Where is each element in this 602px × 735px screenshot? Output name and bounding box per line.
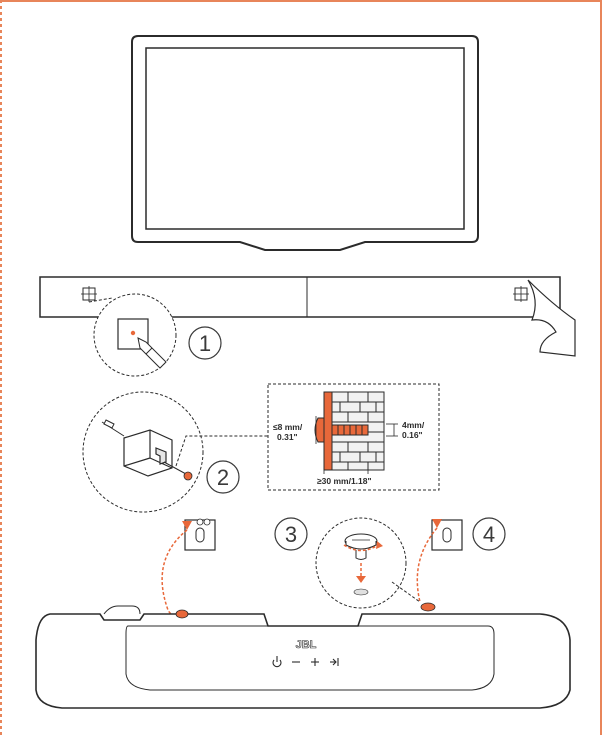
soundbar-illustration: JBL <box>35 602 571 709</box>
plate-thickness-inch-label: 0.31" <box>277 432 298 442</box>
mount-screw-icon <box>344 533 378 560</box>
peeled-corner <box>527 279 576 357</box>
input-source-icon <box>330 658 339 666</box>
plate-thickness-label: ≤8 mm/ <box>273 422 303 432</box>
mount-peg-left <box>175 609 189 619</box>
wall-bracket-left <box>182 518 216 551</box>
screwdriver-icon <box>101 419 125 437</box>
screw-depth-label: ≥30 mm/1.18" <box>317 476 372 486</box>
wall-bracket-right <box>431 519 463 551</box>
step-1-zoom <box>88 293 177 377</box>
screw-diameter-label: 4mm/ <box>402 420 425 430</box>
pencil-icon <box>137 337 167 369</box>
control-buttons <box>272 656 339 668</box>
tv-illustration <box>131 35 479 251</box>
step-3-number: 3 <box>285 522 297 547</box>
step-2-marker: 2 <box>206 460 240 494</box>
step-1-marker: 1 <box>188 326 222 360</box>
bracket-icon <box>123 429 173 477</box>
step-3-zoom <box>315 517 421 609</box>
rotate-arrow-icon <box>343 544 379 552</box>
step-1-number: 1 <box>199 331 211 356</box>
power-icon <box>272 656 282 668</box>
volume-up-icon <box>311 658 319 666</box>
wall-section-detail: ≤8 mm/ 0.31" 4mm/ 0.16" ≥30 mm/1.18" <box>267 383 440 491</box>
mount-peg-right <box>420 602 436 612</box>
mounting-plate <box>323 391 333 471</box>
screw-diameter-inch-label: 0.16" <box>402 430 423 440</box>
template-mark-left <box>81 286 97 302</box>
step-2-number: 2 <box>217 465 229 490</box>
template-mark-right <box>513 286 529 302</box>
wall-screw <box>314 417 369 443</box>
step-4-marker: 4 <box>472 517 506 551</box>
dimension-lines <box>315 416 398 474</box>
screw-icon <box>163 461 193 481</box>
step-2-zoom <box>82 391 268 513</box>
step-4-number: 4 <box>483 522 495 547</box>
brand-logo: JBL <box>296 639 317 651</box>
step-3-marker: 3 <box>274 517 308 551</box>
mounting-template <box>39 276 576 357</box>
